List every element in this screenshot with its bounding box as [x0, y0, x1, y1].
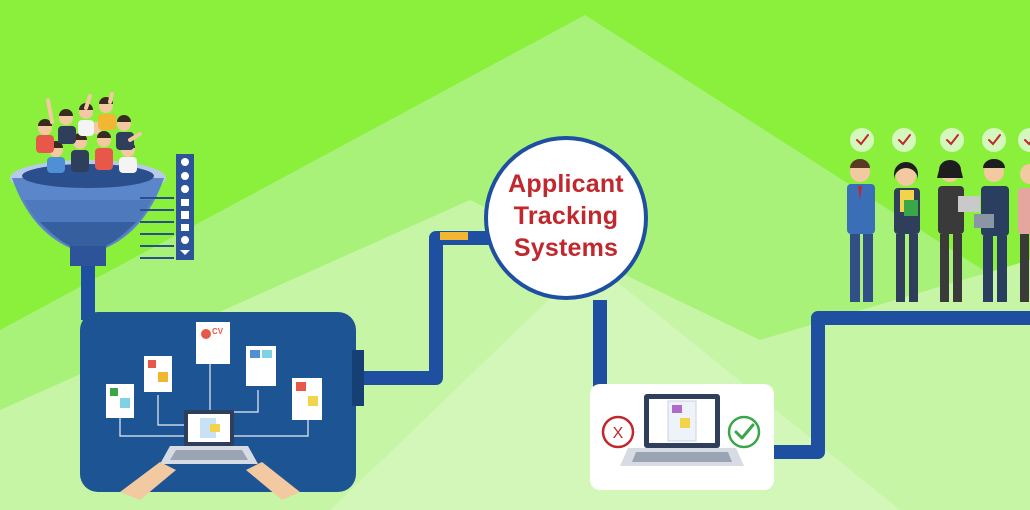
approve-icon [727, 415, 761, 449]
funnel [10, 160, 166, 266]
screening-box: X [590, 384, 774, 490]
ats-title-line: Tracking [513, 202, 619, 230]
candidate [894, 162, 920, 302]
filter-icon-strip [140, 154, 194, 260]
candidate [847, 159, 875, 302]
resume-card [292, 378, 322, 420]
laptop-icon [160, 410, 258, 464]
candidate [1018, 164, 1030, 302]
chevron-down-icon [180, 250, 190, 255]
ats-title-line: Applicant [508, 170, 624, 198]
ats-title-line: Systems [513, 234, 619, 262]
resume-card [246, 346, 276, 386]
ats-circle [484, 136, 648, 300]
ats-title: Applicant Tracking Systems [491, 168, 641, 264]
resume-card [106, 384, 134, 418]
pipe-highlight [440, 232, 468, 240]
reject-symbol: X [613, 425, 624, 442]
selected-candidates [847, 128, 1030, 302]
chat-icon [181, 172, 189, 180]
megaphone-icon [181, 224, 189, 231]
cv-tag: CV [212, 327, 224, 336]
approval-badges [850, 128, 1030, 152]
laptop-icon [620, 394, 744, 466]
typing-hands [120, 462, 300, 500]
reject-icon: X [601, 415, 635, 449]
speaker-icon [181, 199, 189, 206]
team-icon [181, 236, 189, 244]
search-icon [181, 158, 189, 166]
settings-icon [181, 185, 189, 193]
resume-card: CV [196, 322, 230, 364]
resume-collection-panel: CV [80, 312, 364, 500]
candidate [937, 160, 980, 302]
edit-icon [181, 211, 189, 219]
resume-card [144, 356, 172, 392]
candidate [974, 159, 1009, 302]
crowd [36, 92, 142, 173]
